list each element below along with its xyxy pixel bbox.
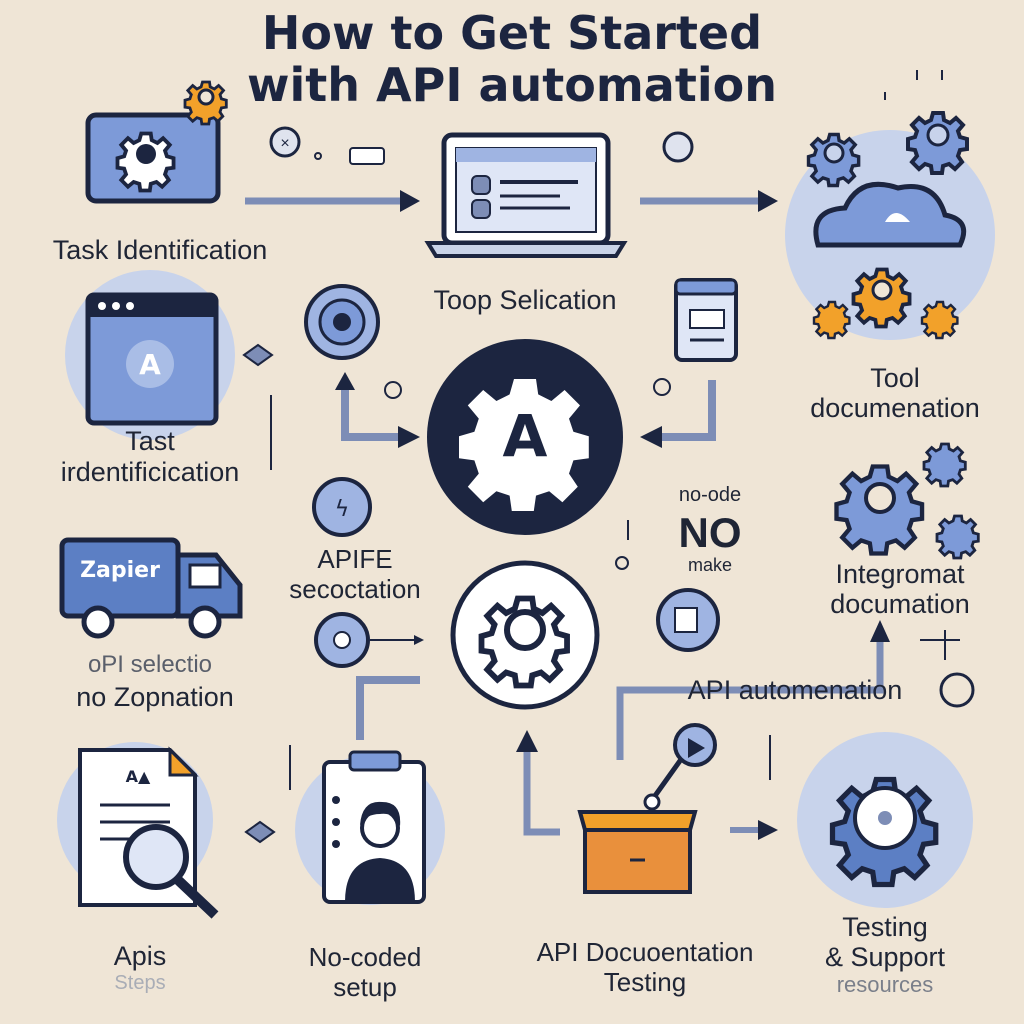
central-gear-letter: A [503,402,548,470]
label-no-coded: No-coded [308,942,422,972]
label-support: & Support [824,942,946,972]
integromat-gears-icon [837,442,980,560]
label-irdentificication: irdentificication [60,457,240,487]
label-apife: APIFE [317,544,393,574]
label-opi-selectio: oPI selectio [87,651,213,678]
diamond-connector [242,343,274,367]
label-documation: documation [830,589,970,619]
label-apis: Apis [113,941,167,971]
label-api-automenation: API automenation [687,675,903,705]
clock-icon [939,672,975,708]
arrow-7 [523,750,560,836]
arrow-4-head [640,426,662,448]
arrow-3 [341,385,400,441]
target-circle-icon [304,284,380,360]
label-testing-2: Testing [842,912,928,942]
arrow-3-head [398,426,420,448]
arrow-3-tail [335,372,355,390]
arrow-6 [616,640,884,760]
box-icon [577,723,717,894]
middle-gear-icon [450,560,600,710]
label-secoctation: secoctation [289,574,421,604]
arrow-8-head [758,820,778,840]
document-icon [674,278,738,362]
zapier-truck-icon: Zapier [59,537,243,639]
arrow-6-head [870,620,890,642]
document-magnifier-icon: A▲ [57,742,219,919]
small-x-icon [662,131,694,163]
fan-circle-icon [314,612,370,668]
svg-text:ϟ: ϟ [335,497,350,522]
page-title-line2: with API automation [247,58,777,112]
label-make: make [687,555,732,575]
central-api-gear-icon: A [427,339,623,535]
label-api-docuoentation: API Docuoentation [536,937,754,967]
label-no-code-small: no-ode [678,484,742,506]
label-task-identification: Task Identification [52,235,268,265]
label-testing-1: Testing [603,967,687,997]
label-tool: Tool [870,363,920,393]
arrow-7-head [516,730,538,752]
cloud-gears-icon [785,111,995,340]
doc-circle-icon [656,588,720,652]
label-integromat: Integromat [835,559,965,589]
small-status-icons-top: × [269,126,385,165]
small-ring-icon-2 [653,378,671,396]
document-mark: A▲ [126,767,151,786]
lightning-circle-icon: ϟ [312,477,372,537]
label-setup: setup [333,972,397,1002]
label-no-zopnation: no Zopnation [76,682,234,712]
laptop-icon [424,132,628,258]
arrow-4 [660,380,716,441]
person-clipboard-icon [295,750,445,905]
arrow-1-head [400,190,420,212]
testing-gear-icon [797,732,973,908]
arrow-5 [356,676,420,740]
browser-logo-mark: A [139,348,161,381]
svg-text:×: × [280,135,289,152]
decorative-dashes [270,70,960,790]
diamond-connector-2 [244,820,276,844]
small-ring-icon [384,381,402,399]
label-resources: resources [836,972,934,997]
small-dot-icon [615,556,629,570]
label-no-code-big: NO [678,509,742,556]
page-title-line1: How to Get Started [261,6,763,60]
label-documenation: documenation [810,393,980,423]
label-steps: Steps [114,972,166,994]
arrow-2-head [758,190,778,212]
label-tast: Tast [125,426,175,456]
browser-window-icon: A [65,270,235,440]
task-identification-window-icon [85,80,228,204]
label-toop-selication: Toop Selication [433,285,617,315]
truck-zapier-text: Zapier [80,558,160,583]
